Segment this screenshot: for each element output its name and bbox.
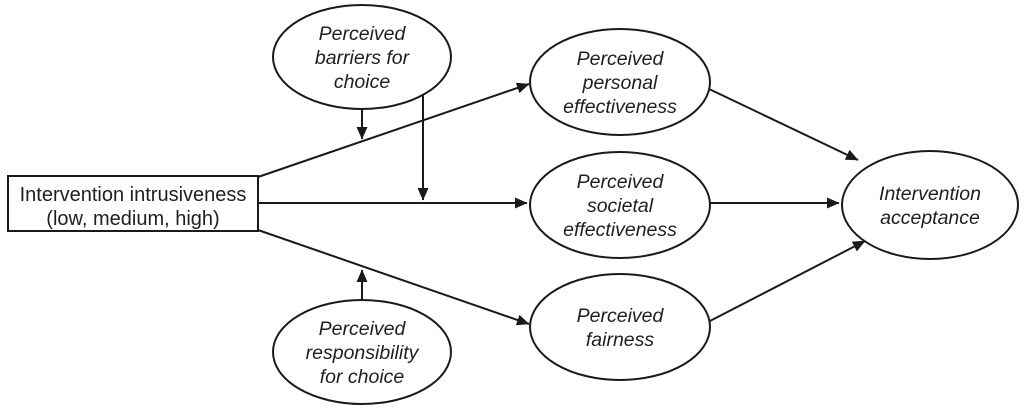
edge-intrusiveness-to-fairness — [257, 229, 530, 326]
node-label: Intervention — [879, 183, 981, 205]
node-label: effectiveness — [563, 96, 677, 118]
node-label: Perceived — [319, 318, 407, 340]
node-perceived-responsibility-for-choice: Perceived responsibility for choice — [272, 299, 452, 405]
node-label: personal — [582, 72, 658, 94]
node-label: Perceived — [319, 23, 407, 45]
node-perceived-personal-effectiveness: Perceived personal effectiveness — [529, 28, 711, 136]
node-perceived-barriers-for-choice: Perceived barriers for choice — [272, 4, 452, 110]
perceived-societal-effectiveness-ellipse — [529, 151, 711, 259]
node-label: acceptance — [880, 207, 980, 229]
edge-intrusiveness-to-personal-effectiveness — [257, 82, 530, 178]
node-label: Perceived — [577, 171, 665, 193]
node-label: effectiveness — [563, 219, 677, 241]
node-perceived-fairness: Perceived fairness — [529, 273, 711, 381]
intervention-acceptance-ellipse — [841, 150, 1019, 260]
node-label: Perceived — [577, 305, 665, 327]
perceived-responsibility-ellipse — [272, 299, 452, 405]
node-intervention-intrusiveness: Intervention intrusiveness (low, medium,… — [7, 175, 259, 232]
perceived-fairness-ellipse — [529, 273, 711, 381]
node-label: choice — [334, 71, 391, 93]
edge-fairness-to-acceptance — [707, 240, 866, 323]
node-label: Intervention intrusiveness — [20, 184, 247, 206]
node-perceived-societal-effectiveness: Perceived societal effectiveness — [529, 151, 711, 259]
node-label: for choice — [320, 366, 405, 388]
node-label: barriers for — [315, 47, 411, 69]
perceived-barriers-ellipse — [272, 4, 452, 110]
edge-personal-effectiveness-to-acceptance — [706, 87, 859, 161]
node-label: Perceived — [577, 48, 665, 70]
node-intervention-acceptance: Intervention acceptance — [841, 150, 1019, 260]
node-label: fairness — [586, 329, 655, 351]
node-label: (low, medium, high) — [46, 208, 219, 230]
node-label: responsibility — [306, 342, 420, 364]
node-label: societal — [587, 195, 654, 217]
perceived-personal-effectiveness-ellipse — [529, 28, 711, 136]
intervention-intrusiveness-box — [7, 175, 259, 232]
